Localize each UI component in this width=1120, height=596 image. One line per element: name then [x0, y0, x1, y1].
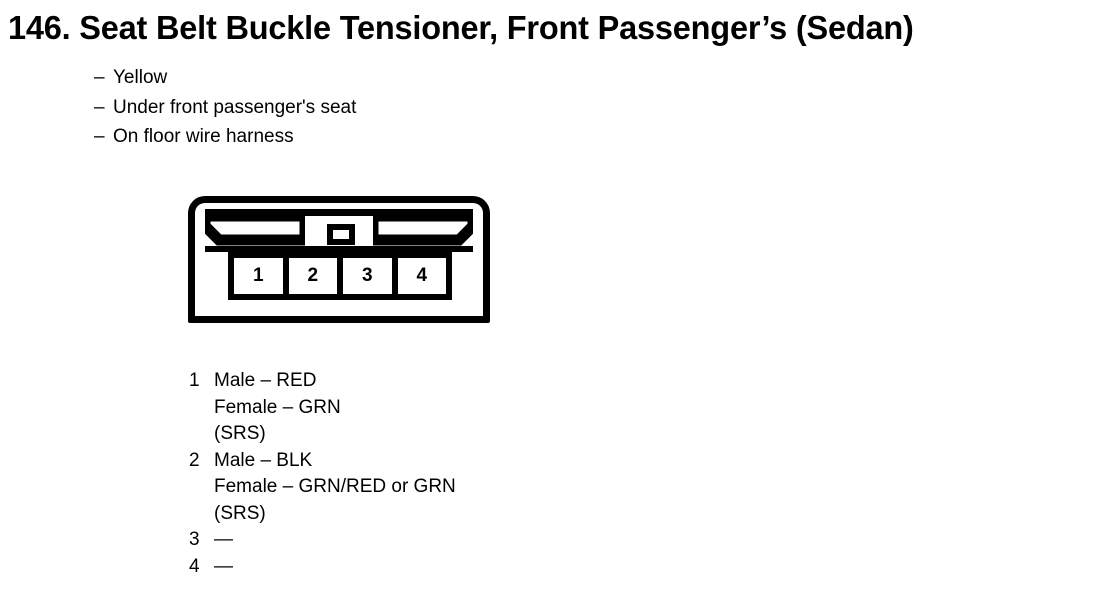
connector-divider-bar: [205, 246, 473, 252]
pinout-line: —: [214, 555, 233, 577]
pinout-detail: Male – BLK Female – GRN/RED or GRN (SRS): [214, 448, 456, 528]
location-list: – Yellow – Under front passenger's seat …: [94, 63, 356, 152]
pinout-list: 1 Male – RED Female – GRN (SRS) 2 Male –…: [189, 368, 456, 580]
pinout-entry-4: 4 —: [189, 554, 456, 581]
location-label: Yellow: [113, 67, 168, 88]
pinout-entry-3: 3 —: [189, 527, 456, 554]
pin-cavity-4: 4: [391, 252, 446, 294]
pinout-detail: —: [214, 527, 233, 554]
location-label: Under front passenger's seat: [113, 96, 357, 118]
connector-keying-slot-left: [205, 216, 305, 246]
pinout-entry-1: 1 Male – RED Female – GRN (SRS): [189, 368, 456, 448]
list-item: – Yellow: [94, 63, 356, 93]
pinout-line: (SRS): [214, 502, 266, 524]
pinout-line: Male – RED: [214, 370, 317, 391]
connector-pin-row: 1 2 3 4: [228, 252, 452, 300]
list-item: – On floor wire harness: [94, 122, 356, 152]
pinout-pin-number: 4: [189, 555, 200, 577]
pinout-line: Female – GRN/RED or GRN: [214, 476, 456, 497]
pinout-pin-number: 1: [189, 370, 200, 391]
dash-bullet: –: [94, 96, 105, 118]
connector-center-keyway: [327, 224, 355, 245]
pinout-pin-number: 2: [189, 449, 200, 471]
pinout-detail: Male – RED Female – GRN (SRS): [214, 368, 341, 448]
dash-bullet: –: [94, 67, 105, 88]
location-label: On floor wire harness: [113, 126, 294, 147]
pin-cavity-3: 3: [337, 252, 392, 294]
pinout-line: Male – BLK: [214, 449, 313, 471]
pinout-entry-2: 2 Male – BLK Female – GRN/RED or GRN (SR…: [189, 448, 456, 528]
pinout-pin-number: 3: [189, 529, 200, 550]
pin-cavity-2: 2: [282, 252, 337, 294]
connector-diagram: 1 2 3 4: [188, 196, 490, 323]
list-item: – Under front passenger's seat: [94, 93, 356, 123]
dash-bullet: –: [94, 126, 105, 147]
pin-cavity-1: 1: [234, 252, 283, 294]
page-title: 146. Seat Belt Buckle Tensioner, Front P…: [8, 9, 914, 46]
pin-cavity-label: 2: [307, 265, 319, 286]
pinout-line: (SRS): [214, 423, 266, 444]
connector-latch-bar: [205, 209, 473, 216]
pinout-line: —: [214, 529, 233, 550]
pin-cavity-label: 3: [361, 265, 373, 286]
pin-cavity-label: 1: [252, 265, 264, 286]
pin-cavity-label: 4: [416, 265, 428, 286]
pinout-line: Female – GRN: [214, 396, 341, 418]
pinout-detail: —: [214, 554, 233, 581]
connector-keying-slot-right: [373, 216, 473, 246]
